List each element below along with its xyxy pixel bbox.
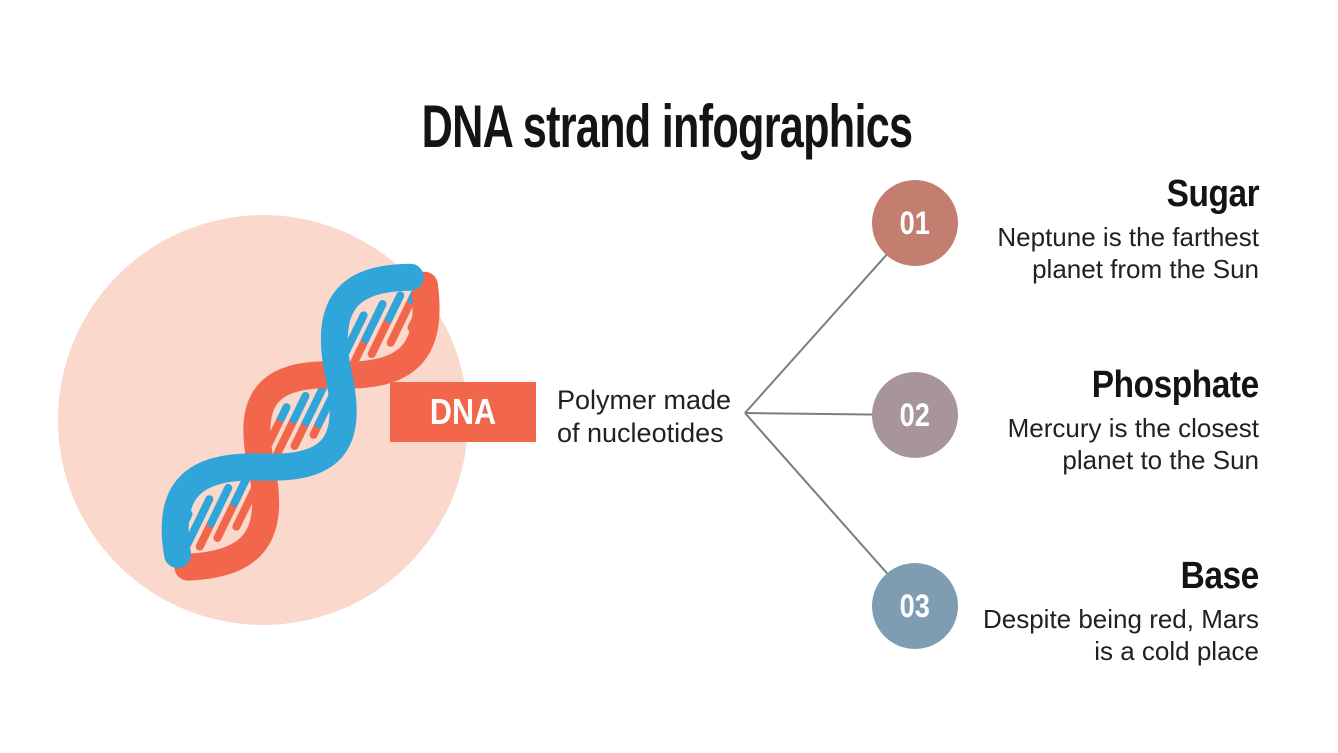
item-number: 03 bbox=[899, 587, 931, 624]
item-heading: Sugar bbox=[1166, 173, 1259, 215]
item-body-line: is a cold place bbox=[1094, 635, 1259, 666]
item-base: Base Despite being red, Mars is a cold p… bbox=[819, 556, 1259, 667]
item-sugar: Sugar Neptune is the farthest planet fro… bbox=[819, 174, 1259, 285]
dna-badge-label: DNA bbox=[429, 391, 497, 432]
item-phosphate: Phosphate Mercury is the closest planet … bbox=[819, 364, 1260, 476]
item-number-circle-3: 03 bbox=[872, 563, 958, 649]
item-body-line: planet to the Sun bbox=[1062, 444, 1259, 475]
item-number: 01 bbox=[899, 204, 931, 241]
polymer-description-line1: Polymer made bbox=[557, 385, 732, 415]
item-number: 02 bbox=[899, 396, 931, 433]
item-number-circle-2: 02 bbox=[872, 372, 958, 458]
polymer-description: Polymer made of nucleotides bbox=[557, 384, 731, 450]
dna-helix-illustration bbox=[58, 215, 468, 625]
item-body-line: Neptune is the farthest bbox=[997, 222, 1259, 252]
page-title: DNA strand infographics bbox=[421, 93, 913, 161]
item-body-line: Mercury is the closest bbox=[1007, 413, 1259, 443]
item-heading: Phosphate bbox=[1092, 364, 1259, 406]
dna-double-helix bbox=[161, 263, 440, 581]
polymer-description-line2: of nucleotides bbox=[557, 418, 724, 448]
item-body-line: Despite being red, Mars bbox=[982, 604, 1259, 634]
item-heading: Base bbox=[1180, 555, 1260, 597]
item-number-circle-1: 01 bbox=[872, 180, 958, 266]
item-body-line: planet from the Sun bbox=[1032, 253, 1259, 284]
dna-badge: DNA bbox=[390, 382, 536, 442]
